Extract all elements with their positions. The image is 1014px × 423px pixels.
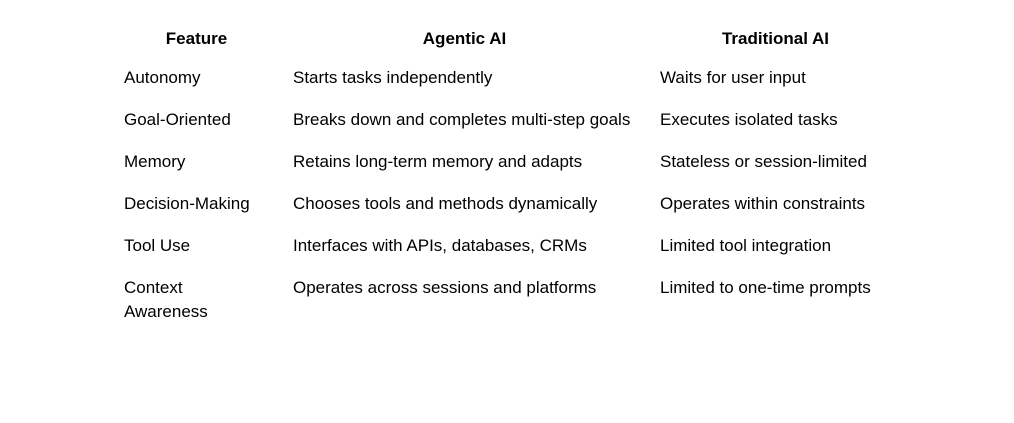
table-header-row: Feature Agentic AI Traditional AI — [112, 20, 903, 57]
header-agentic-ai: Agentic AI — [422, 29, 507, 48]
agentic-ai-cell: Operates across sessions and platforms — [293, 278, 597, 297]
traditional-ai-cell: Stateless or session-limited — [660, 152, 867, 171]
header-traditional-ai: Traditional AI — [721, 29, 830, 48]
comparison-table-container: Feature Agentic AI Traditional AI Autono… — [112, 20, 903, 333]
table-row: Memory Retains long-term memory and adap… — [112, 141, 903, 183]
table-row: Decision-Making Chooses tools and method… — [112, 183, 903, 225]
feature-cell: Autonomy — [124, 68, 201, 87]
traditional-ai-cell: Executes isolated tasks — [660, 110, 838, 129]
feature-cell: Context Awareness — [124, 278, 208, 321]
agentic-ai-cell: Interfaces with APIs, databases, CRMs — [293, 236, 587, 255]
traditional-ai-cell: Operates within constraints — [660, 194, 866, 213]
feature-cell: Decision-Making — [124, 194, 250, 213]
feature-cell: Memory — [124, 152, 186, 171]
feature-cell: Goal-Oriented — [124, 110, 231, 129]
agentic-ai-cell: Chooses tools and methods dynamically — [293, 194, 598, 213]
header-feature: Feature — [165, 29, 228, 48]
comparison-table: Feature Agentic AI Traditional AI Autono… — [112, 20, 903, 333]
feature-cell: Tool Use — [124, 236, 191, 255]
traditional-ai-cell: Waits for user input — [660, 68, 806, 87]
agentic-ai-cell: Retains long-term memory and adapts — [293, 152, 583, 171]
table-row: Goal-Oriented Breaks down and completes … — [112, 99, 903, 141]
table-row: Context Awareness Operates across sessio… — [112, 267, 903, 333]
table-row: Autonomy Starts tasks independently Wait… — [112, 57, 903, 99]
traditional-ai-cell: Limited tool integration — [660, 236, 832, 255]
traditional-ai-cell: Limited to one-time prompts — [660, 278, 871, 297]
agentic-ai-cell: Breaks down and completes multi-step goa… — [293, 110, 631, 129]
table-row: Tool Use Interfaces with APIs, databases… — [112, 225, 903, 267]
agentic-ai-cell: Starts tasks independently — [293, 68, 493, 87]
